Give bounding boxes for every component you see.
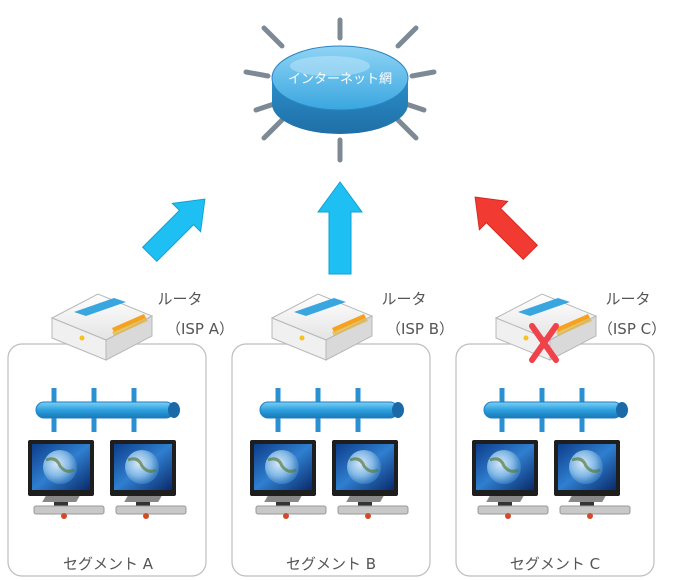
router-label: ルータ <box>381 290 426 308</box>
network-bus-icon <box>483 388 628 432</box>
computer-icon <box>28 440 105 519</box>
failure-x-icon <box>529 323 559 363</box>
arrow-up-segment-c <box>474 196 539 261</box>
network-bus-icon <box>259 388 404 432</box>
isp-label: （ISP A） <box>166 320 234 338</box>
internet-cloud-icon <box>243 17 437 163</box>
computer-icon <box>554 440 631 519</box>
segment-b: ルータ （ISP B） <box>231 290 454 577</box>
router-icon <box>270 293 374 361</box>
internet-label: インターネット網 <box>288 72 392 87</box>
computer-icon <box>332 440 409 519</box>
router-icon <box>50 293 154 361</box>
computer-icon <box>110 440 187 519</box>
arrow-up-segment-a <box>141 198 206 263</box>
router-label: ルータ <box>157 290 202 308</box>
network-bus-icon <box>35 388 180 432</box>
router-label: ルータ <box>605 290 650 308</box>
isp-label: （ISP C） <box>598 320 666 338</box>
computer-icon <box>472 440 549 519</box>
router-icon <box>494 293 598 361</box>
isp-label: （ISP B） <box>386 320 454 338</box>
segment-c: ルータ （ISP C） <box>455 290 666 577</box>
segment-label: セグメント B <box>286 555 376 573</box>
segment-label: セグメント C <box>510 555 600 573</box>
segment-label: セグメント A <box>63 555 154 573</box>
computer-icon <box>250 440 327 519</box>
arrow-up-segment-b <box>317 181 363 275</box>
segment-a: ルータ （ISP A） <box>7 290 234 577</box>
